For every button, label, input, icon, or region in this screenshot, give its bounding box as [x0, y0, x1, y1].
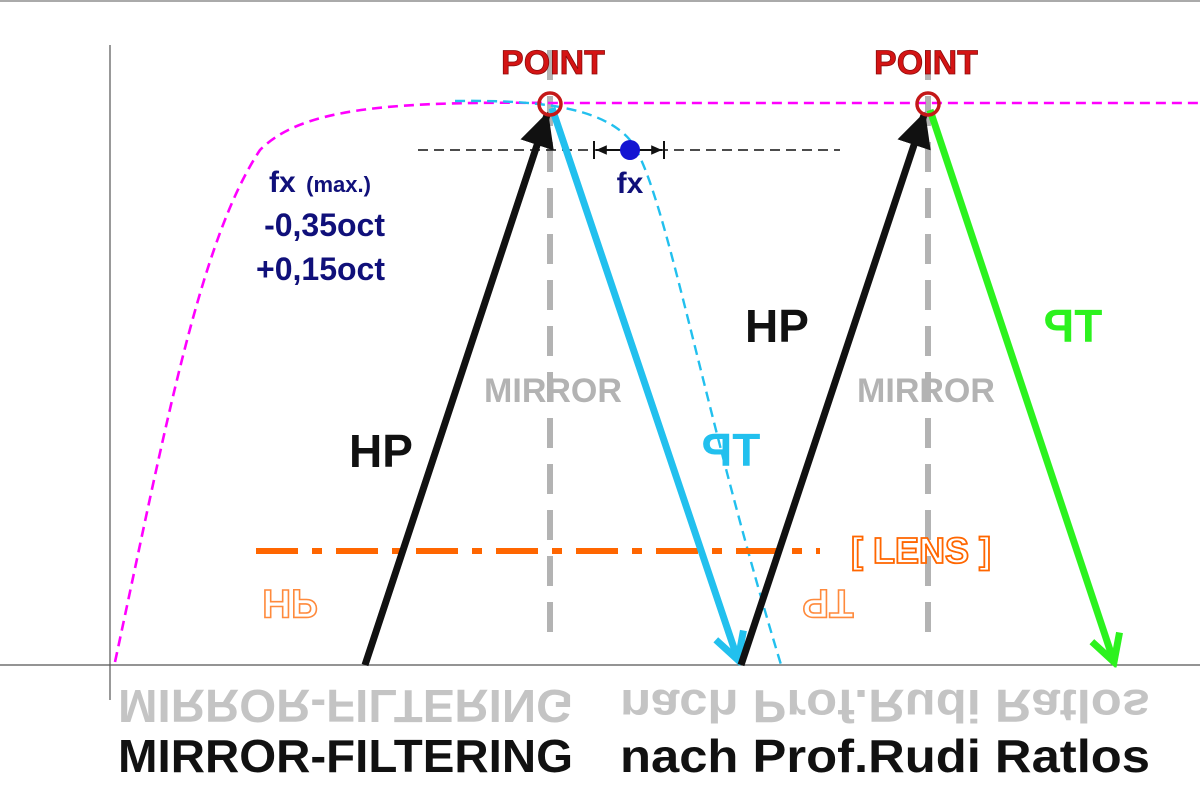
fx-max-label: fx [269, 166, 296, 199]
fx-plus-label: +0,15oct [256, 251, 385, 287]
hp-reflection-label: HP [262, 581, 318, 625]
tp-label-right: TP [1044, 300, 1103, 352]
point-marker-left [537, 91, 563, 117]
point-label-left: POINT [501, 44, 605, 82]
fx-dot [620, 140, 640, 160]
fx-max-suffix: (max.) [306, 172, 371, 197]
footer-left-reflection: MIRROR-FILTERING [118, 680, 573, 732]
point-marker-right [915, 91, 941, 117]
fx-minus-label: -0,35oct [264, 207, 385, 243]
fx-max-block: fx (max.) [269, 166, 371, 199]
mirror-label-right: MIRROR [857, 372, 995, 410]
lens-label: [ LENS ] [851, 530, 991, 571]
tp-arrow-left [548, 106, 738, 660]
hp-arrow-right [737, 111, 931, 667]
tp-arrow-right [926, 108, 1114, 662]
tp-reflection-label: TP [802, 581, 853, 625]
magenta-response-curve [113, 101, 1200, 663]
mirror-label-left: MIRROR [484, 372, 622, 410]
hp-label-left: HP [349, 425, 413, 477]
tp-label-left: TP [702, 424, 761, 476]
hp-label-right: HP [745, 300, 809, 352]
fx-label: fx [617, 167, 644, 200]
point-label-right: POINT [874, 44, 978, 82]
footer-title-left: MIRROR-FILTERING [118, 730, 573, 782]
footer-right-reflection: nach Prof.Rudi Ratlos [620, 680, 1150, 732]
footer-title-right: nach Prof.Rudi Ratlos [620, 730, 1150, 782]
cyan-response-curve [454, 99, 784, 669]
hp-arrow-left [361, 111, 554, 667]
